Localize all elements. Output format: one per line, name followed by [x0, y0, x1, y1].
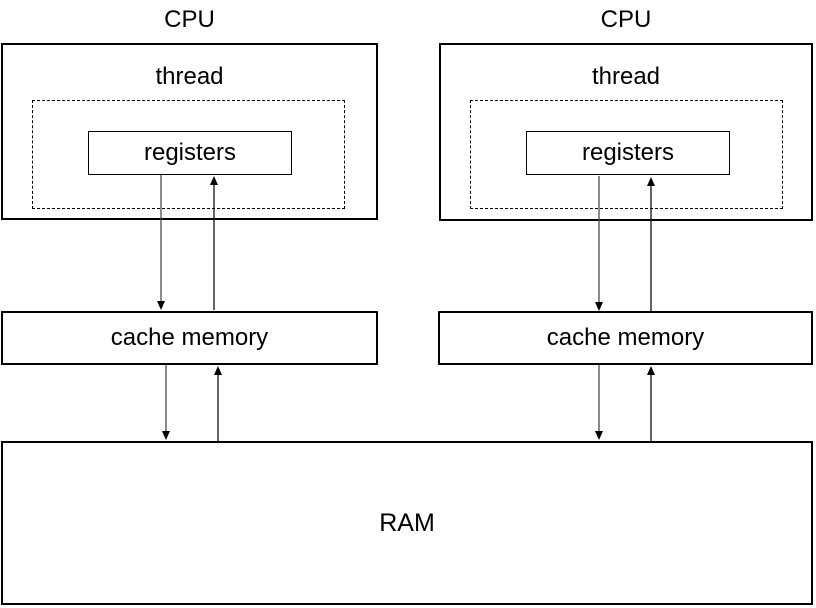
thread-boundary-left: registers — [32, 100, 345, 209]
registers-label-right: registers — [581, 139, 675, 166]
ram-box: RAM — [1, 441, 813, 605]
cache-memory-box-left: cache memory — [1, 311, 378, 365]
arrow-cache-to-ram-right — [595, 365, 603, 440]
registers-box-left: registers — [88, 131, 292, 175]
cpu-box-left: thread registers — [1, 43, 378, 220]
cache-memory-label-right: cache memory — [546, 324, 705, 351]
registers-label-left: registers — [143, 139, 237, 166]
thread-boundary-right: registers — [470, 100, 783, 209]
cache-memory-label-left: cache memory — [110, 324, 269, 351]
arrow-ram-to-cache-right — [647, 366, 655, 441]
cpu-title-left: CPU — [164, 6, 215, 33]
ram-label: RAM — [379, 508, 435, 537]
cache-memory-box-right: cache memory — [438, 311, 813, 365]
cpu-title-right: CPU — [600, 6, 652, 33]
thread-label-right: thread — [591, 63, 661, 90]
cpu-box-right: thread registers — [439, 43, 813, 221]
thread-label-left: thread — [155, 63, 224, 90]
arrow-ram-to-cache-left — [214, 366, 222, 441]
arrow-cache-to-ram-left — [162, 365, 170, 440]
registers-box-right: registers — [526, 131, 730, 175]
